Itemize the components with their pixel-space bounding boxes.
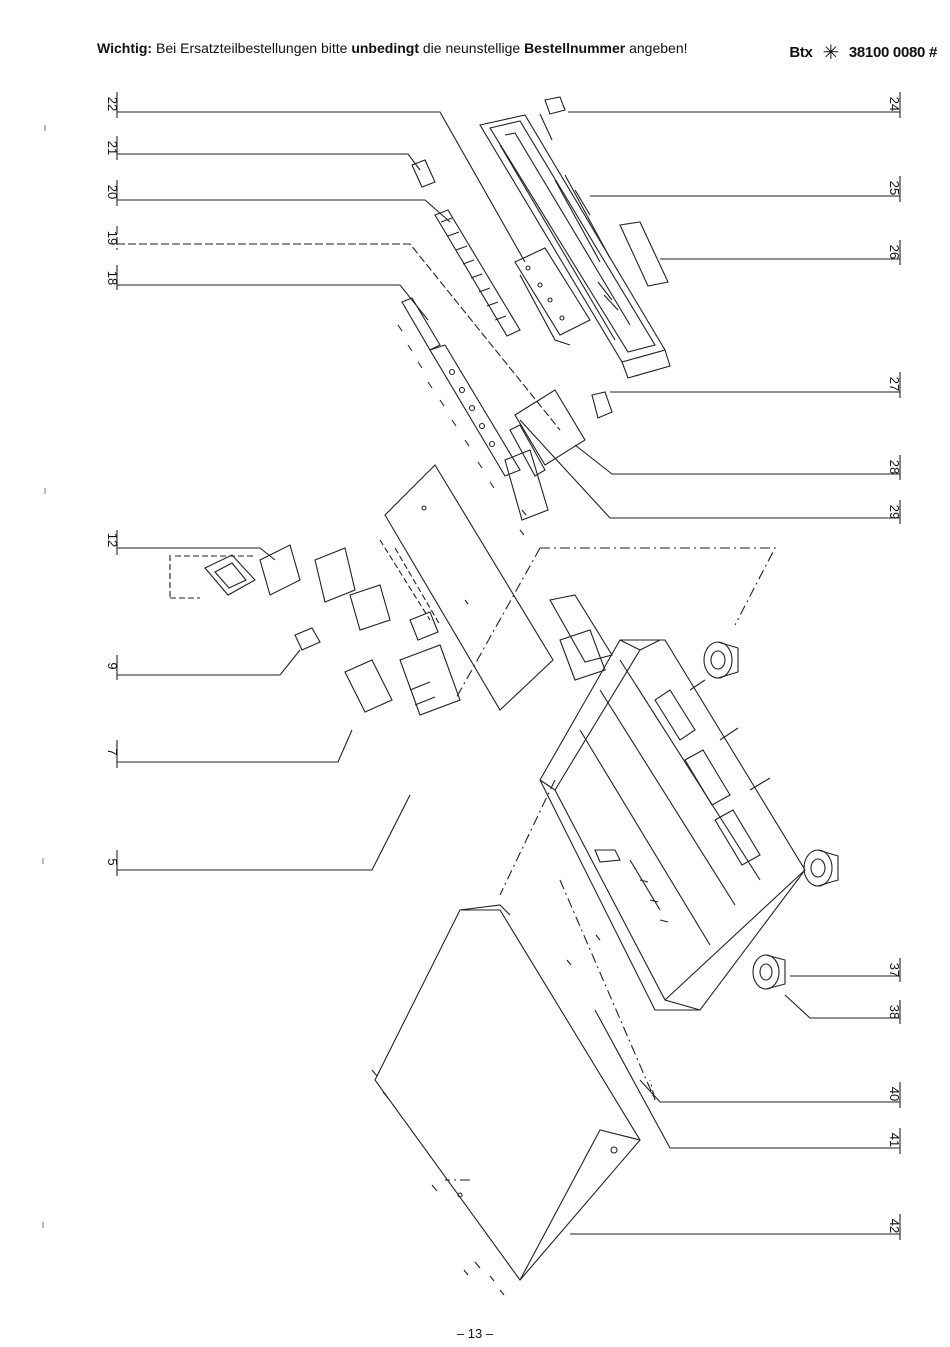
- right-label-27: 27: [887, 377, 902, 391]
- notice-text: angeben!: [625, 40, 688, 56]
- left-label-20: 20: [105, 185, 120, 199]
- asterisk-icon: ✳: [822, 42, 839, 64]
- left-label-18: 18: [105, 271, 120, 285]
- left-part-labels: 22 21 20 19 18 12 9 7 5: [105, 97, 120, 866]
- left-label-9: 9: [105, 662, 120, 669]
- left-label-12: 12: [105, 533, 120, 547]
- btx-number: 38100 0080: [848, 44, 926, 61]
- left-callout-lines: [116, 92, 561, 876]
- scan-speck: [44, 488, 46, 494]
- transformer-group: [169, 539, 441, 631]
- notice-text: Bestellnummer: [524, 40, 626, 56]
- bracket-parts: [294, 611, 461, 716]
- right-part-labels: 24 25 26 27 28 29 37 38 40 41 42: [887, 97, 902, 1233]
- top-plate: [384, 464, 554, 711]
- module-boxes: [504, 389, 613, 521]
- notice-text: Wichtig:: [97, 40, 153, 56]
- order-notice: Wichtig: Bei Ersatzteilbestellungen bitt…: [97, 40, 688, 56]
- scan-speck: [44, 125, 46, 131]
- left-label-7: 7: [105, 748, 120, 755]
- right-label-26: 26: [887, 245, 902, 259]
- assembly-guides: [445, 547, 776, 1181]
- page-number: – 13 –: [456, 1326, 494, 1341]
- notice-text: Bei Ersatzteilbestellungen bitte: [152, 40, 352, 56]
- front-panel-assembly: [479, 96, 671, 379]
- btx-suffix: #: [928, 44, 937, 61]
- page-header: Wichtig: Bei Ersatzteilbestellungen bitt…: [97, 38, 937, 64]
- control-pcb: [514, 247, 591, 346]
- scan-speck: [42, 858, 44, 864]
- left-label-5: 5: [105, 858, 120, 865]
- knobs: [703, 641, 839, 990]
- btx-label: Btx: [789, 44, 813, 61]
- right-label-29: 29: [887, 505, 902, 519]
- notice-text: unbedingt: [351, 40, 419, 56]
- right-label-41: 41: [887, 1133, 902, 1147]
- left-label-21: 21: [105, 141, 120, 155]
- right-label-42: 42: [887, 1219, 902, 1233]
- right-label-25: 25: [887, 181, 902, 195]
- main-chassis: [539, 594, 806, 1011]
- right-label-37: 37: [887, 963, 902, 977]
- btx-code: Btx ✳ 38100 0080 #: [789, 38, 937, 64]
- notice-text: die neunstellige: [418, 40, 525, 56]
- switch-bank: [397, 297, 521, 489]
- right-label-24: 24: [887, 97, 902, 111]
- housing-cover: [374, 904, 641, 1281]
- screws: [371, 509, 601, 1296]
- right-label-40: 40: [887, 1087, 902, 1101]
- right-label-38: 38: [887, 1005, 902, 1019]
- left-label-19: 19: [105, 231, 120, 245]
- right-label-28: 28: [887, 460, 902, 474]
- scan-speck: [42, 1222, 44, 1228]
- left-label-22: 22: [105, 97, 120, 111]
- button-strip: [411, 159, 521, 337]
- right-callout-lines: [519, 92, 901, 1240]
